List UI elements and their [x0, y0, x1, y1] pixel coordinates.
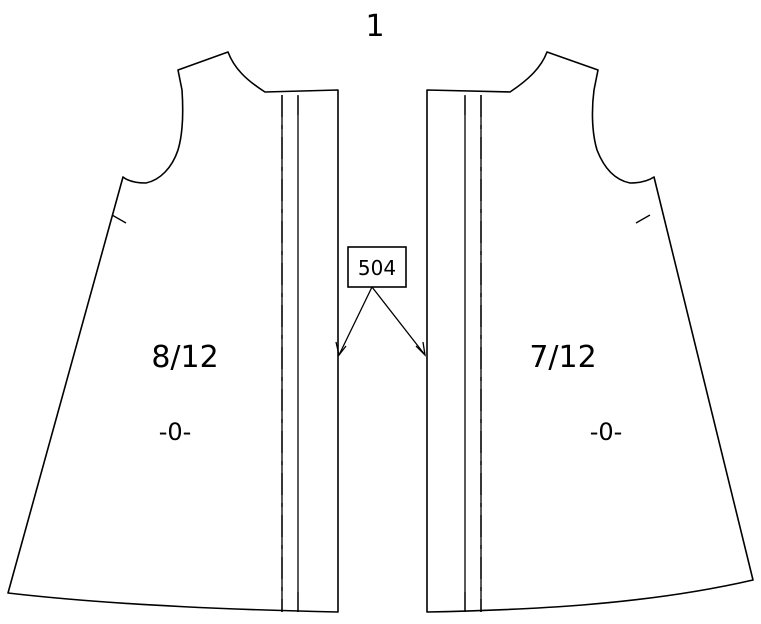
callout-arrowhead-left: [335, 341, 347, 357]
right-grain-mark: -0-: [590, 418, 623, 446]
left-piece-outline: [7, 51, 339, 613]
callout: 504: [335, 246, 426, 357]
callout-box: [347, 246, 407, 288]
left-pattern-piece: 8/12 -0-: [7, 51, 339, 613]
callout-label: 504: [358, 256, 396, 280]
sheet-number: 1: [365, 9, 384, 44]
right-piece-outline: [426, 51, 754, 613]
left-notch: [111, 214, 127, 224]
callout-arrow-left: [338, 286, 373, 356]
callout-arrow-right: [371, 286, 426, 356]
right-pattern-piece: 7/12 -0-: [426, 51, 754, 613]
left-size-label: 8/12: [151, 340, 218, 375]
callout-arrowhead-right: [415, 341, 426, 357]
left-grain-mark: -0-: [159, 418, 192, 446]
right-size-label: 7/12: [529, 340, 596, 375]
right-notch: [635, 214, 651, 224]
